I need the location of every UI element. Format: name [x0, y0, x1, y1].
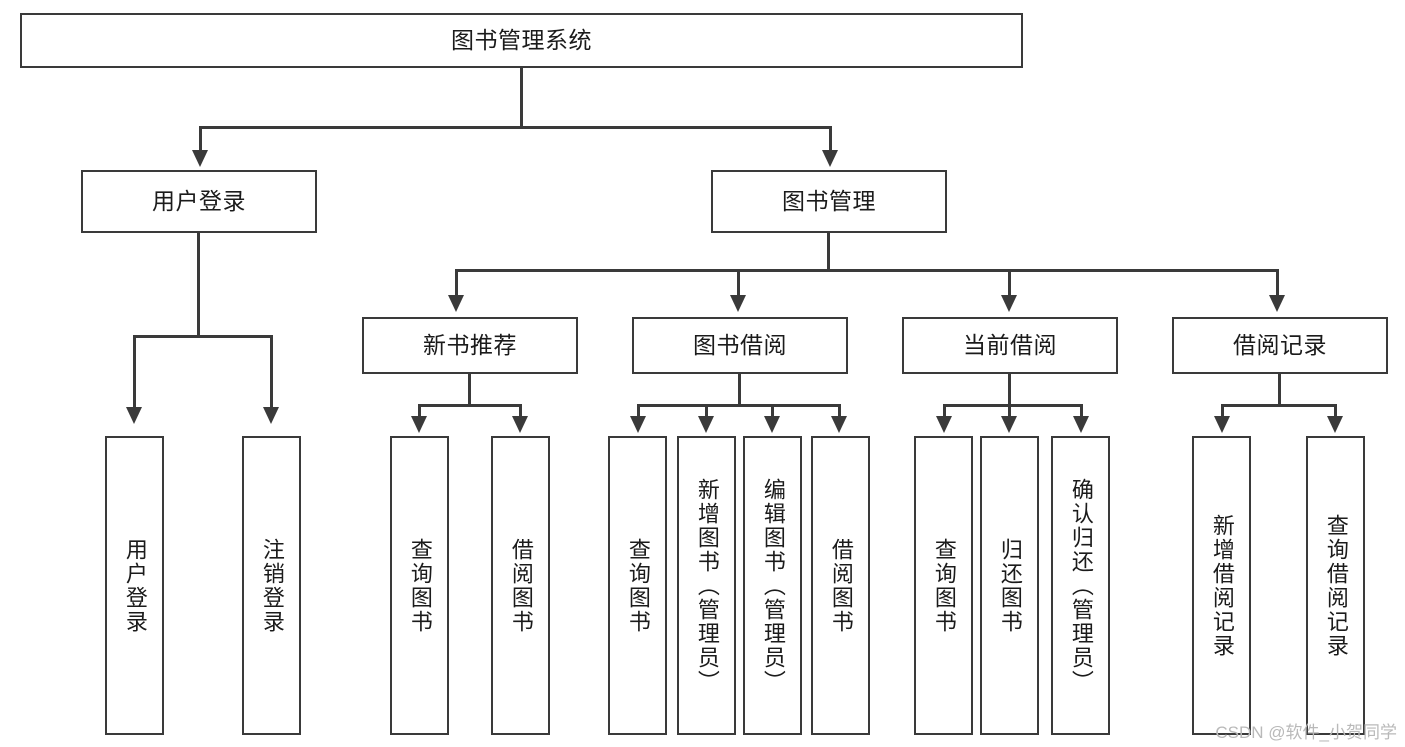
node-label: 借阅图书 — [508, 537, 534, 634]
arrow-nb-to-leaf-1 — [411, 416, 427, 433]
edge-book-borrow-stem — [738, 374, 741, 407]
edge-user-login-stem — [197, 233, 200, 337]
node-label: 图书借阅 — [693, 331, 787, 358]
arrow-bb-to-leaf-2 — [698, 416, 714, 433]
arrow-bm-to-current-borrow — [1001, 295, 1017, 312]
node-label: 编辑图书（管理员） — [760, 477, 786, 694]
leaf-user-login[interactable]: 用户登录 — [105, 436, 164, 735]
edge-bb-to-leaf-1 — [637, 404, 640, 419]
leaf-br-query-record[interactable]: 查询借阅记录 — [1306, 436, 1365, 735]
node-label: 新增借阅记录 — [1209, 513, 1235, 658]
node-label: 注销登录 — [259, 537, 285, 634]
leaf-cb-confirm-return-admin[interactable]: 确认归还（管理员） — [1051, 436, 1110, 735]
node-label: 借阅记录 — [1233, 331, 1327, 358]
edge-bb-to-leaf-3 — [771, 404, 774, 419]
arrow-bb-to-leaf-3 — [764, 416, 780, 433]
leaf-br-add-record[interactable]: 新增借阅记录 — [1192, 436, 1251, 735]
leaf-nb-borrow-book[interactable]: 借阅图书 — [491, 436, 550, 735]
edge-bm-to-book-borrow — [737, 269, 740, 298]
leaf-bb-borrow-book[interactable]: 借阅图书 — [811, 436, 870, 735]
arrow-user-login-to-leaf-2 — [263, 407, 279, 424]
node-book-borrow[interactable]: 图书借阅 — [632, 317, 848, 374]
node-current-borrow[interactable]: 当前借阅 — [902, 317, 1118, 374]
edge-current-borrow-stem — [1008, 374, 1011, 407]
node-label: 查询图书 — [407, 537, 433, 634]
node-label: 图书管理 — [782, 187, 876, 214]
node-root-book-management-system[interactable]: 图书管理系统 — [20, 13, 1023, 68]
edge-current-borrow-bar — [943, 404, 1083, 407]
arrow-user-login-to-leaf-1 — [126, 407, 142, 424]
arrow-bb-to-leaf-4 — [831, 416, 847, 433]
edge-root-stem — [520, 68, 523, 128]
arrow-nb-to-leaf-2 — [512, 416, 528, 433]
edge-user-login-to-leaf-2 — [270, 335, 273, 410]
edge-borrow-record-stem — [1278, 374, 1281, 407]
node-user-login[interactable]: 用户登录 — [81, 170, 317, 233]
node-label: 当前借阅 — [963, 331, 1057, 358]
leaf-bb-query-book[interactable]: 查询图书 — [608, 436, 667, 735]
edge-root-to-user-login — [199, 126, 202, 153]
edge-cb-to-leaf-1 — [943, 404, 946, 419]
edge-user-login-to-leaf-1 — [133, 335, 136, 410]
leaf-bb-add-book-admin[interactable]: 新增图书（管理员） — [677, 436, 736, 735]
node-label: 图书管理系统 — [451, 26, 592, 53]
arrow-cb-to-leaf-2 — [1001, 416, 1017, 433]
edge-nb-to-leaf-2 — [519, 404, 522, 419]
leaf-cb-return-book[interactable]: 归还图书 — [980, 436, 1039, 735]
node-label: 用户登录 — [122, 537, 148, 634]
edge-new-book-stem — [468, 374, 471, 407]
node-label: 新增图书（管理员） — [694, 477, 720, 694]
arrow-root-to-book-management — [822, 150, 838, 167]
leaf-logout[interactable]: 注销登录 — [242, 436, 301, 735]
edge-bm-to-new-book — [455, 269, 458, 298]
arrow-cb-to-leaf-1 — [936, 416, 952, 433]
node-book-management[interactable]: 图书管理 — [711, 170, 947, 233]
edge-bm-to-borrow-record — [1276, 269, 1279, 298]
node-label: 用户登录 — [152, 187, 246, 214]
leaf-bb-edit-book-admin[interactable]: 编辑图书（管理员） — [743, 436, 802, 735]
edge-new-book-bar — [418, 404, 522, 407]
arrow-bm-to-borrow-record — [1269, 295, 1285, 312]
leaf-cb-query-book[interactable]: 查询图书 — [914, 436, 973, 735]
node-label: 新书推荐 — [423, 331, 517, 358]
edge-nb-to-leaf-1 — [418, 404, 421, 419]
edge-root-bar — [199, 126, 832, 129]
edge-book-management-stem — [827, 233, 830, 272]
node-label: 查询图书 — [625, 537, 651, 634]
edge-br-to-leaf-1 — [1221, 404, 1224, 419]
arrow-bm-to-book-borrow — [730, 295, 746, 312]
edge-book-borrow-bar — [637, 404, 841, 407]
edge-bb-to-leaf-4 — [838, 404, 841, 419]
arrow-bb-to-leaf-1 — [630, 416, 646, 433]
edge-book-management-bar — [455, 269, 1279, 272]
arrow-bm-to-new-book — [448, 295, 464, 312]
arrow-br-to-leaf-2 — [1327, 416, 1343, 433]
node-borrow-record[interactable]: 借阅记录 — [1172, 317, 1388, 374]
arrow-br-to-leaf-1 — [1214, 416, 1230, 433]
node-label: 借阅图书 — [828, 537, 854, 634]
edge-br-to-leaf-2 — [1334, 404, 1337, 419]
csdn-watermark: CSDN @软件_小贺同学 — [1215, 723, 1397, 742]
edge-root-to-book-management — [829, 126, 832, 153]
leaf-nb-query-book[interactable]: 查询图书 — [390, 436, 449, 735]
edge-borrow-record-bar — [1221, 404, 1337, 407]
edge-bb-to-leaf-2 — [705, 404, 708, 419]
node-label: 查询借阅记录 — [1323, 513, 1349, 658]
node-label: 查询图书 — [931, 537, 957, 634]
edge-cb-to-leaf-2 — [1008, 404, 1011, 419]
arrow-root-to-user-login — [192, 150, 208, 167]
edge-user-login-bar — [133, 335, 273, 338]
arrow-cb-to-leaf-3 — [1073, 416, 1089, 433]
node-label: 归还图书 — [997, 537, 1023, 634]
edge-cb-to-leaf-3 — [1080, 404, 1083, 419]
node-label: 确认归还（管理员） — [1068, 477, 1094, 694]
node-new-book-recommend[interactable]: 新书推荐 — [362, 317, 578, 374]
edge-bm-to-current-borrow — [1008, 269, 1011, 298]
